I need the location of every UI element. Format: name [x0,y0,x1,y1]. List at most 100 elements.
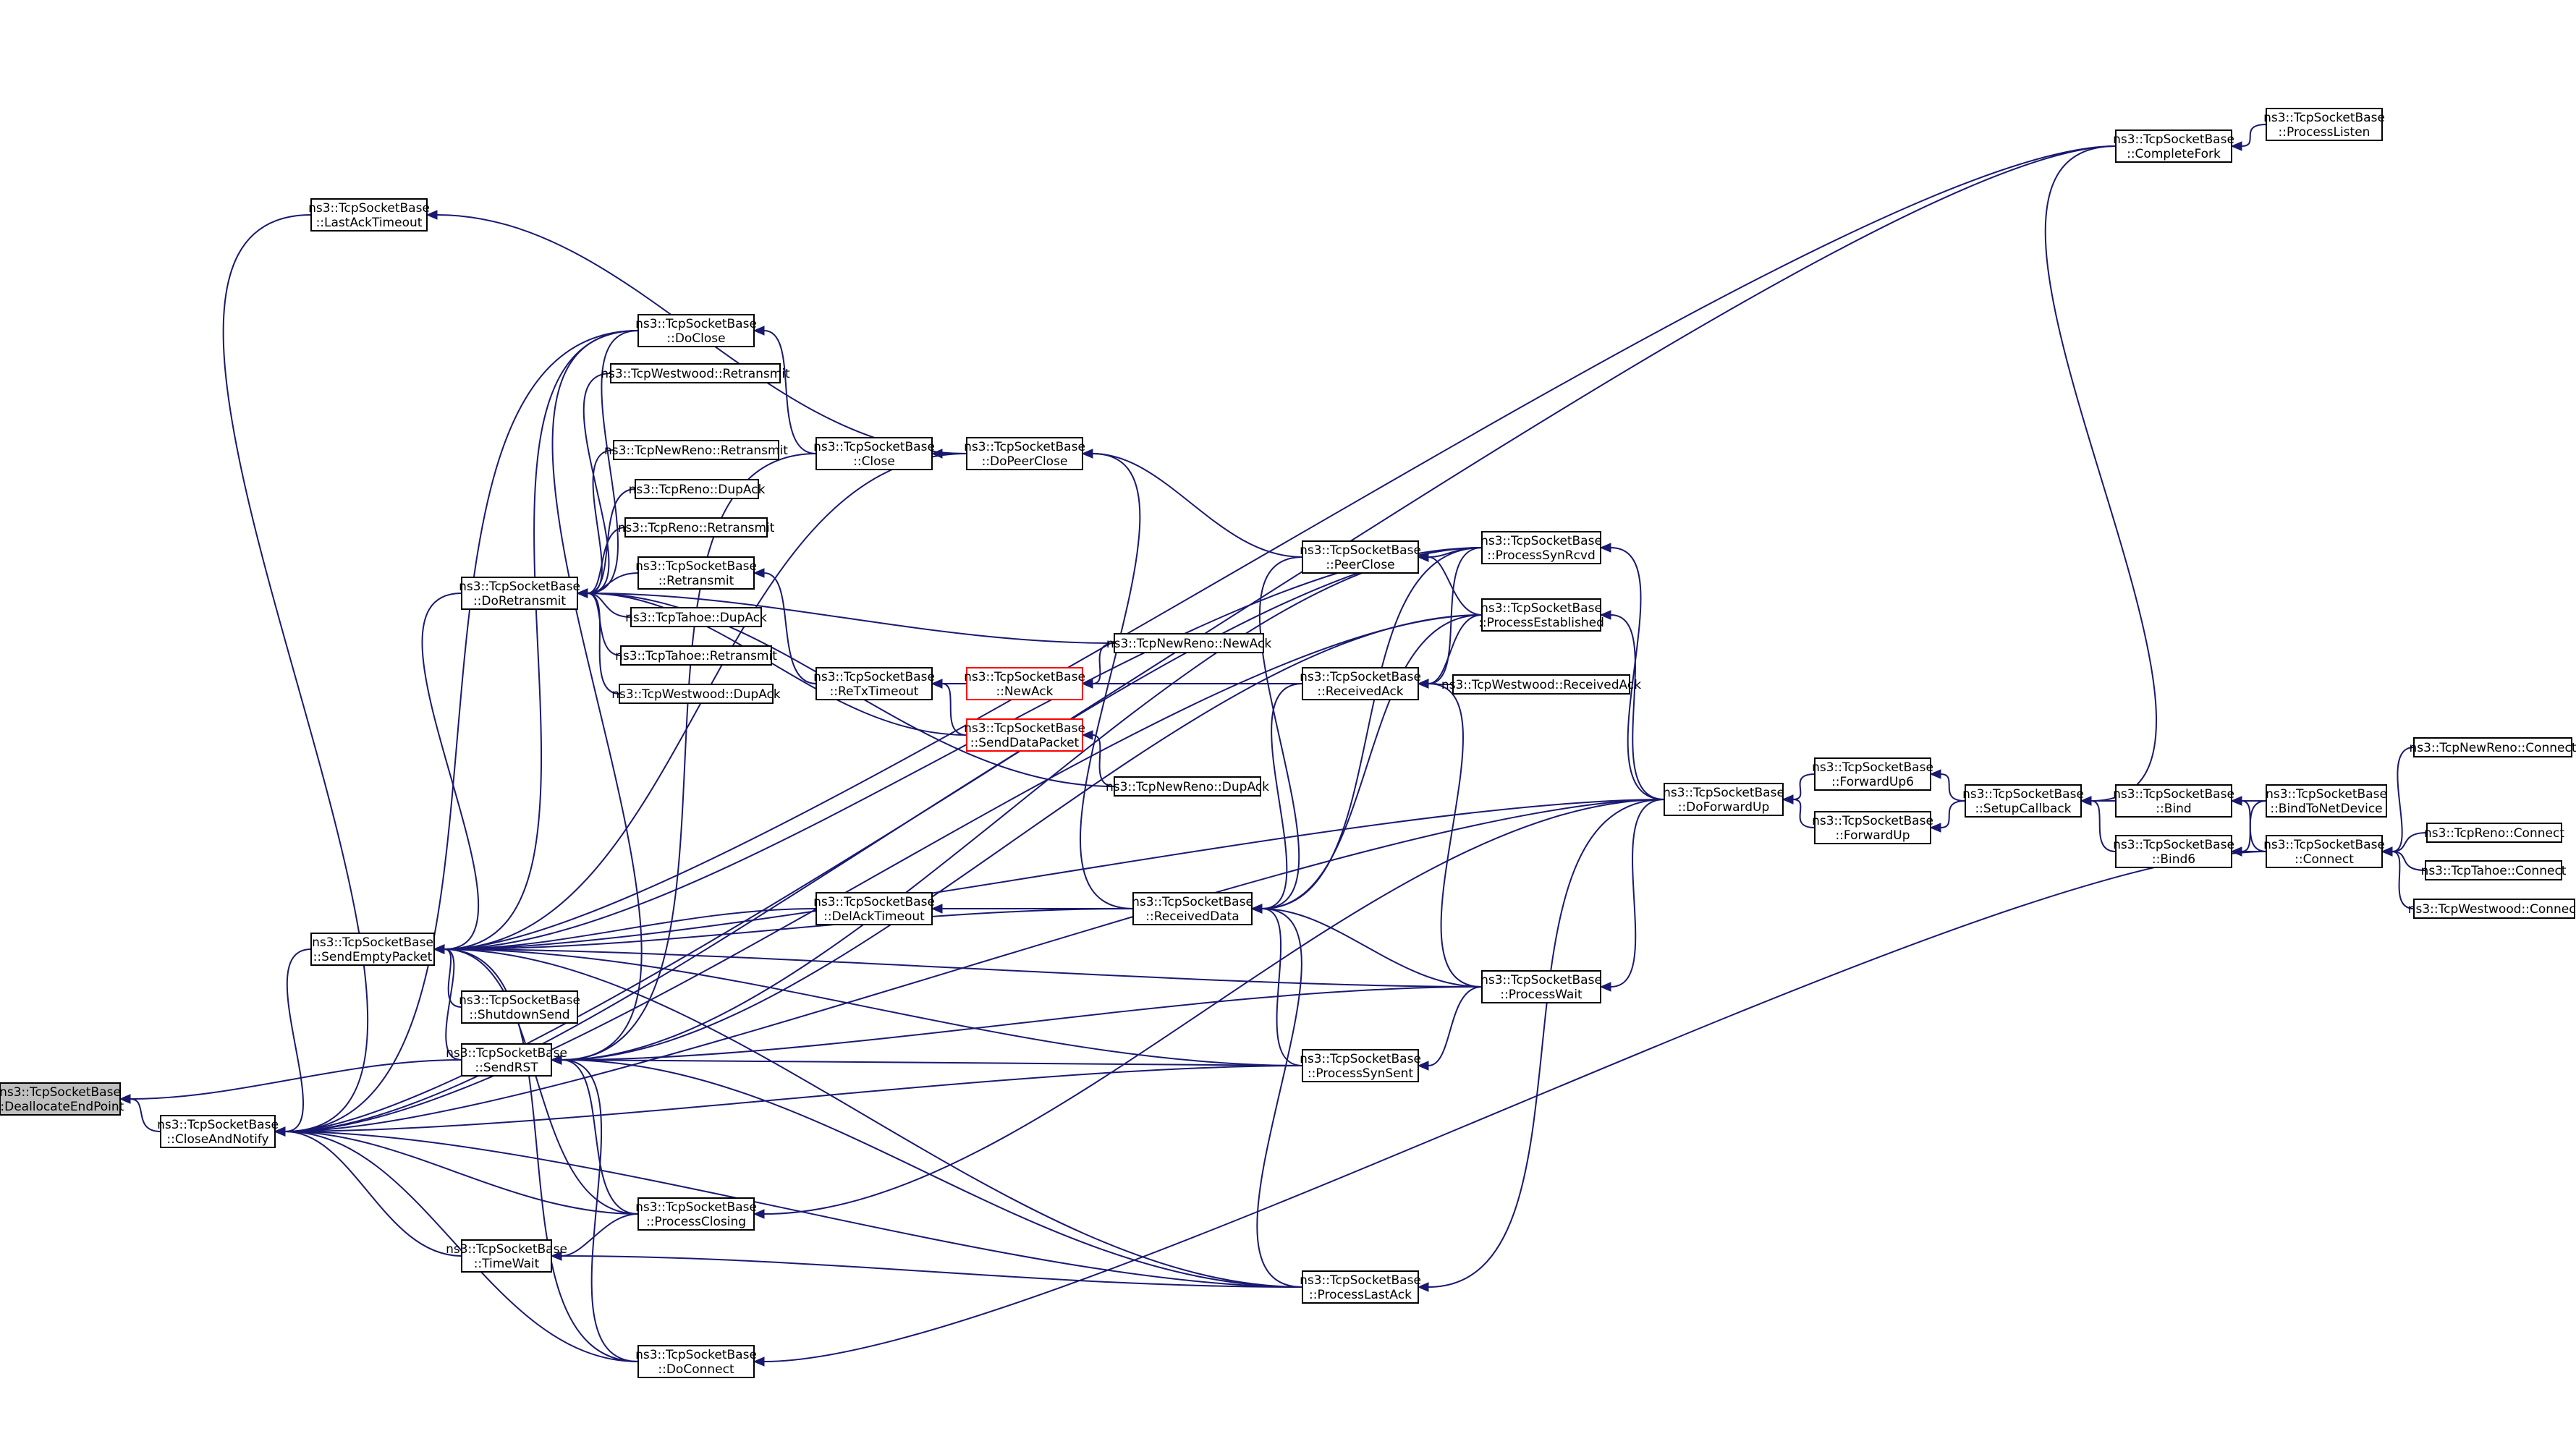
node-label: ns3::TcpSocketBase [964,721,1085,736]
node-label: ::Connect [2295,852,2354,867]
node-new-reno-connect[interactable]: ns3::TcpNewReno::Connect [2409,737,2576,757]
node-label: ::ProcessWait [1500,988,1583,1002]
node-shutdown-send[interactable]: ns3::TcpSocketBase::ShutdownSend [459,990,580,1024]
node-process-established[interactable]: ns3::TcpSocketBase::ProcessEstablished [1478,598,1604,632]
node-do-forward-up[interactable]: ns3::TcpSocketBase::DoForwardUp [1663,783,1784,816]
edge-arrowhead [1081,449,1093,459]
edge-line [284,614,1483,1132]
node-deallocate-end-point[interactable]: ns3::TcpSocketBase::DeallocateEndPoint [0,1082,124,1116]
node-process-syn-sent[interactable]: ns3::TcpSocketBase::ProcessSynSent [1300,1049,1421,1082]
node-process-syn-rcvd[interactable]: ns3::TcpSocketBase::ProcessSynRcvd [1480,531,1602,564]
edge-arrowhead [1417,552,1429,562]
node-do-retransmit[interactable]: ns3::TcpSocketBase::DoRetransmit [459,577,580,610]
node-reno-retransmit[interactable]: ns3::TcpReno::Retransmit [618,517,775,538]
edge-line [1261,547,1483,909]
edge-do-forward-up-to-process-last-ack [1417,799,1665,1292]
edge-arrowhead [1250,904,1263,914]
node-westwood-retransmit[interactable]: ns3::TcpWestwood::Retransmit [601,363,790,383]
node-close-and-notify[interactable]: ns3::TcpSocketBase::CloseAndNotify [157,1115,279,1148]
node-tahoe-retransmit[interactable]: ns3::TcpTahoe::Retransmit [615,645,777,666]
node-tahoe-dup-ack[interactable]: ns3::TcpTahoe::DupAck [625,607,767,627]
node-label: ::CompleteFork [2127,147,2221,161]
node-do-peer-close[interactable]: ns3::TcpSocketBase::DoPeerClose [964,437,1085,470]
node-box [2266,835,2383,868]
node-box [310,933,435,966]
node-label: ns3::TcpSocketBase [2263,111,2385,125]
node-westwood-received-ack[interactable]: ns3::TcpWestwood::ReceivedAck [1441,674,1641,695]
node-retransmit[interactable]: ns3::TcpSocketBase::Retransmit [635,556,757,590]
node-received-ack[interactable]: ns3::TcpSocketBase::ReceivedAck [1300,667,1421,700]
node-reno-dup-ack[interactable]: ns3::TcpReno::DupAck [629,479,766,499]
node-westwood-connect[interactable]: ns3::TcpWestwood::Connect [2408,899,2576,919]
node-send-data-packet[interactable]: ns3::TcpSocketBase::SendDataPacket [964,718,1085,752]
node-box [1481,531,1601,564]
edge-arrowhead [1417,679,1429,689]
edge-line [284,799,1665,1132]
node-box [2115,130,2232,163]
node-connect[interactable]: ns3::TcpSocketBase::Connect [2263,835,2385,868]
node-process-wait[interactable]: ns3::TcpSocketBase::ProcessWait [1480,970,1602,1003]
node-westwood-dup-ack[interactable]: ns3::TcpWestwood::DupAck [611,684,781,704]
node-box [2266,108,2383,141]
node-label: ns3::TcpWestwood::Connect [2408,902,2576,917]
node-tahoe-connect[interactable]: ns3::TcpTahoe::Connect [2421,860,2567,880]
edge-arrowhead [2080,796,2092,806]
edge-connect-to-do-connect [753,851,2267,1367]
edge-process-listen-to-complete-fork [2230,124,2267,151]
edge-arrowhead [1929,769,1941,779]
node-label: ns3::TcpSocketBase [2266,787,2387,802]
node-received-data[interactable]: ns3::TcpSocketBase::ReceivedData [1132,892,1253,925]
node-process-listen[interactable]: ns3::TcpSocketBase::ProcessListen [2263,108,2385,141]
edge-line [587,593,1115,644]
node-bind6[interactable]: ns3::TcpSocketBase::Bind6 [2113,835,2234,868]
node-process-closing[interactable]: ns3::TcpSocketBase::ProcessClosing [635,1197,757,1231]
node-label: ns3::TcpSocketBase [1132,895,1253,909]
node-do-close[interactable]: ns3::TcpSocketBase::DoClose [635,314,757,347]
node-do-connect[interactable]: ns3::TcpSocketBase::DoConnect [635,1345,757,1378]
node-box [1452,674,1630,695]
node-complete-fork[interactable]: ns3::TcpSocketBase::CompleteFork [2113,130,2234,163]
node-forward-up[interactable]: ns3::TcpSocketBase::ForwardUp [1812,811,1933,844]
node-new-ack[interactable]: ns3::TcpSocketBase::NewAck [964,667,1085,700]
node-send-rst[interactable]: ns3::TcpSocketBase::SendRST [446,1043,567,1077]
edge-arrowhead [931,904,943,914]
node-new-reno-retransmit[interactable]: ns3::TcpNewReno::Retransmit [604,440,788,460]
node-label: ns3::TcpSocketBase [312,935,433,950]
node-peer-close[interactable]: ns3::TcpSocketBase::PeerClose [1300,540,1421,574]
edge-line [1940,800,1966,828]
node-setup-callback[interactable]: ns3::TcpSocketBase::SetupCallback [1962,784,2084,818]
node-del-ack-timeout[interactable]: ns3::TcpSocketBase::DelAckTimeout [813,892,935,925]
node-label: ns3::TcpWestwood::Retransmit [601,367,790,381]
edge-line [444,145,2117,950]
node-reno-connect[interactable]: ns3::TcpReno::Connect [2424,823,2564,843]
node-label: ns3::TcpSocketBase [0,1085,121,1100]
edge-line [1261,614,1483,909]
edge-line [284,948,312,1132]
node-box [1814,757,1931,791]
node-bind-to-net-device[interactable]: ns3::TcpSocketBase::BindToNetDevice [2266,784,2387,818]
edge-do-forward-up-to-process-syn-rcvd [1599,543,1665,800]
node-bind[interactable]: ns3::TcpSocketBase::Bind [2113,784,2234,818]
edge-arrowhead [2230,141,2242,151]
node-label: ns3::TcpNewReno::NewAck [1106,637,1272,651]
node-time-wait[interactable]: ns3::TcpSocketBase::TimeWait [446,1239,567,1273]
node-process-last-ack[interactable]: ns3::TcpSocketBase::ProcessLastAck [1300,1270,1421,1304]
edge-re-tx-timeout-to-retransmit [753,568,817,684]
edge-time-wait-to-close-and-notify [274,1126,462,1257]
edge-line [561,1255,1303,1288]
edge-do-peer-close-to-close [931,449,967,459]
node-box [2266,784,2387,818]
node-forward-up6[interactable]: ns3::TcpSocketBase::ForwardUp6 [1812,757,1933,791]
node-send-empty-packet[interactable]: ns3::TcpSocketBase::SendEmptyPacket [310,933,435,966]
edge-line [2391,832,2428,852]
node-label: ns3::TcpTahoe::Retransmit [615,649,777,663]
node-new-reno-new-ack[interactable]: ns3::TcpNewReno::NewAck [1106,633,1272,653]
node-re-tx-timeout[interactable]: ns3::TcpSocketBase::ReTxTimeout [813,667,935,700]
node-close[interactable]: ns3::TcpSocketBase::Close [813,437,935,470]
node-last-ack-timeout[interactable]: ns3::TcpSocketBase::LastAckTimeout [308,198,430,232]
node-label: ns3::TcpSocketBase [964,670,1085,684]
node-label: ns3::TcpSocketBase [813,670,935,684]
node-new-reno-dup-ack[interactable]: ns3::TcpNewReno::DupAck [1106,776,1269,797]
edge-line [421,593,480,950]
